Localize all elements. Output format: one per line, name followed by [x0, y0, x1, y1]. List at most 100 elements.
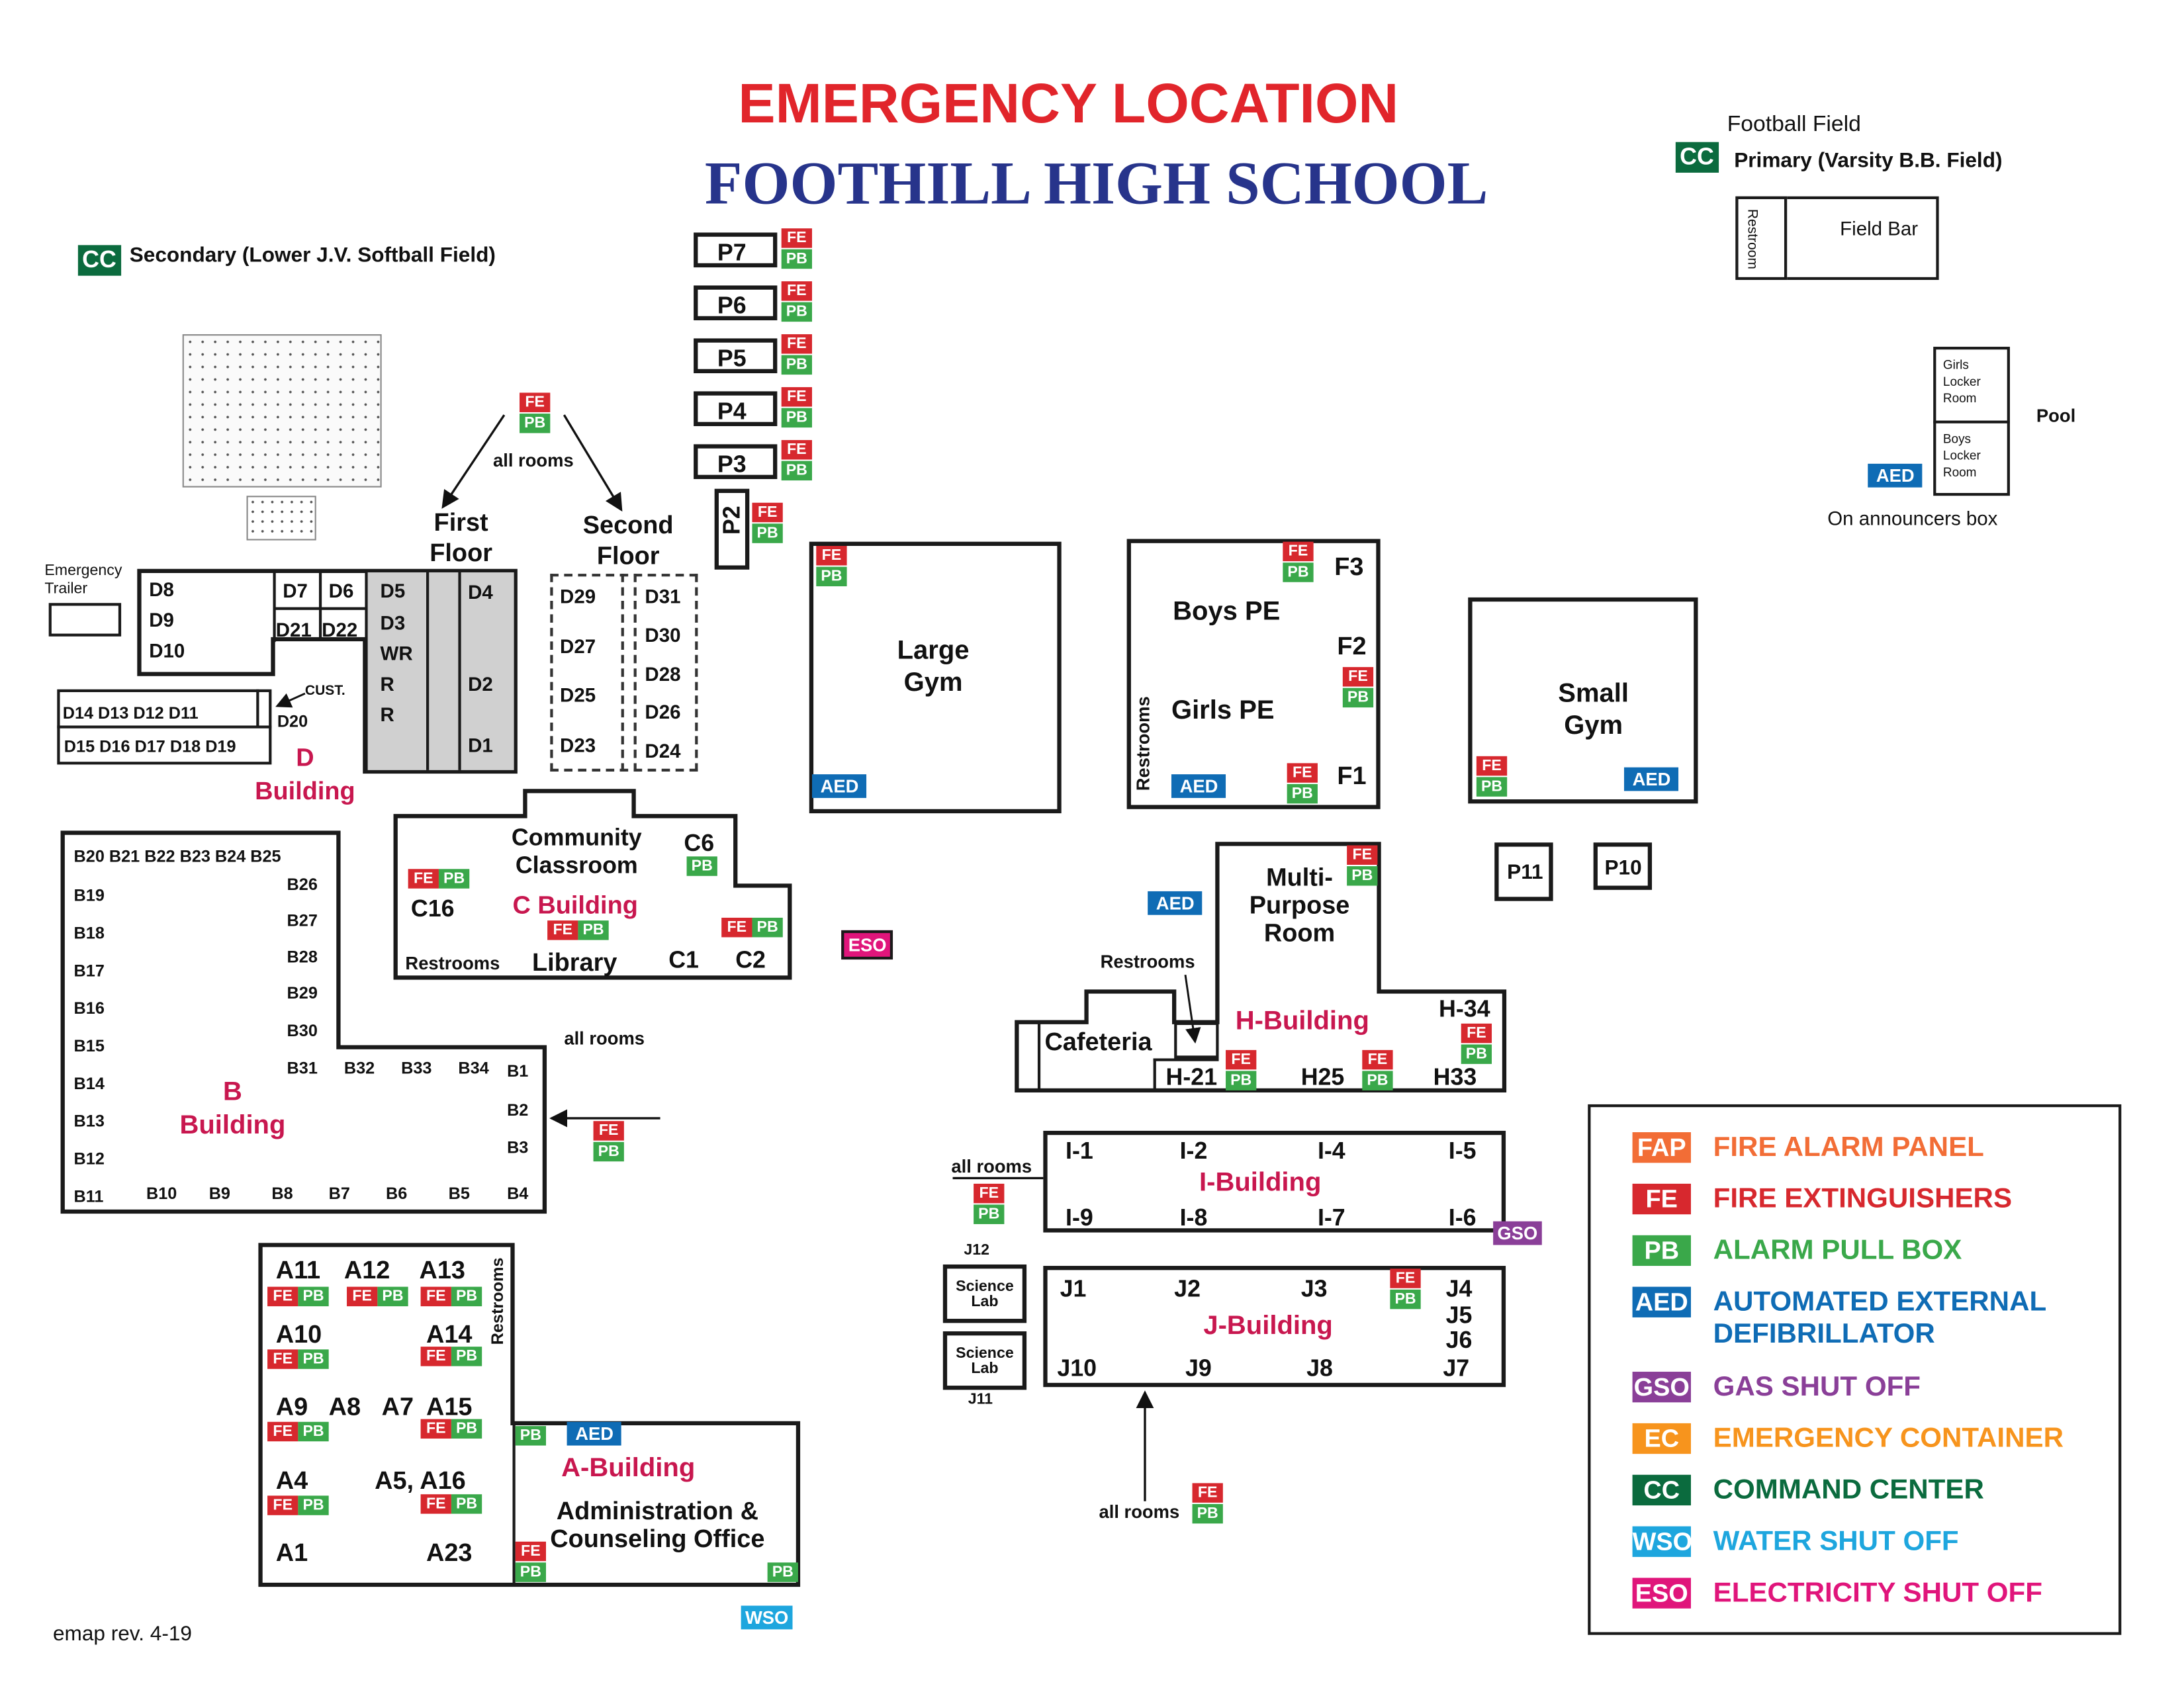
- room-d10: D10: [149, 639, 185, 662]
- i-building: [1043, 1130, 1506, 1233]
- room-b4: B4: [507, 1183, 529, 1204]
- room-d4: D4: [468, 580, 493, 603]
- pe-restrooms-label: Restrooms: [1132, 696, 1154, 791]
- room-a14: A14: [426, 1320, 473, 1349]
- fe-icon: FE: [1476, 756, 1508, 776]
- d-wall: [458, 572, 461, 770]
- boys-locker-label: Boys Locker Room: [1942, 431, 1981, 479]
- room-j8: J8: [1306, 1355, 1333, 1382]
- portable-p5-label: P5: [717, 345, 747, 372]
- room-b2: B2: [507, 1100, 529, 1120]
- room-b16: B16: [73, 998, 105, 1018]
- cust-label: CUST.: [304, 684, 345, 699]
- legend-wso-text: WATER SHUT OFF: [1713, 1526, 1959, 1557]
- c-restrooms-label: Restrooms: [405, 952, 500, 974]
- cc-primary-label: Primary (Varsity B.B. Field): [1734, 149, 2003, 173]
- b-all-rooms: all rooms: [564, 1028, 645, 1049]
- pb-icon: PB: [1461, 1044, 1492, 1064]
- fe-icon: FE: [816, 546, 847, 566]
- pb-icon: PB: [781, 408, 812, 428]
- pe-building: [1126, 539, 1381, 809]
- fe-icon: FE: [1390, 1268, 1421, 1288]
- room-d23: D23: [560, 734, 596, 756]
- a-building-label: A-Building: [561, 1454, 696, 1484]
- room-h34: H-34: [1439, 995, 1490, 1022]
- room-b34: B34: [458, 1058, 489, 1078]
- room-h25: H25: [1300, 1063, 1345, 1090]
- room-f1: F1: [1337, 762, 1367, 790]
- fe-icon: FE: [593, 1121, 624, 1141]
- cc-secondary-label: Secondary (Lower J.V. Softball Field): [129, 244, 496, 268]
- room-a8: A8: [328, 1392, 361, 1421]
- fap-icon: FAP: [1632, 1132, 1691, 1163]
- fe-icon: FE: [1342, 667, 1374, 687]
- d-second-wall: [621, 574, 624, 772]
- fe-icon: FE: [267, 1421, 298, 1442]
- admin-office-label: Administration & Counseling Office: [550, 1497, 765, 1553]
- room-d3: D3: [380, 611, 406, 634]
- d-wall: [365, 572, 368, 772]
- command-center-icon: CC: [77, 245, 121, 276]
- room-j3: J3: [1300, 1275, 1328, 1302]
- room-r: R: [380, 672, 394, 695]
- legend-ec-text: EMERGENCY CONTAINER: [1713, 1423, 2064, 1454]
- large-gym-label: Large Gym: [897, 636, 970, 698]
- fe-icon: FE: [781, 281, 812, 301]
- room-j12: J12: [964, 1242, 990, 1259]
- room-c6: C6: [684, 830, 715, 857]
- fe-icon: FE: [267, 1495, 298, 1515]
- fe-icon: FE: [1461, 1023, 1492, 1044]
- room-a9: A9: [275, 1392, 308, 1421]
- portable-p11: P11: [1494, 842, 1553, 901]
- pb-icon: PB: [298, 1421, 329, 1442]
- pb-icon: PB: [974, 1204, 1005, 1224]
- pb-icon: PB: [1390, 1289, 1421, 1310]
- pb-icon: PB: [752, 917, 783, 938]
- pb-icon: PB: [451, 1347, 482, 1366]
- room-a23: A23: [426, 1538, 473, 1567]
- pb-icon: PB: [593, 1141, 624, 1162]
- emergency-trailer-label: Emergency Trailer: [44, 562, 122, 598]
- field-bar-label: Field Bar: [1840, 217, 1919, 240]
- d-second-wall: [633, 574, 637, 772]
- school-name: FOOTHILL HIGH SCHOOL: [704, 149, 1488, 218]
- room-j1: J1: [1060, 1275, 1087, 1302]
- fe-icon: FE: [1283, 541, 1314, 562]
- fe-icon: FE: [1287, 763, 1318, 783]
- fe-icon: FE: [752, 502, 783, 523]
- fe-icon: FE: [781, 387, 812, 407]
- i-building-label: I-Building: [1199, 1168, 1322, 1198]
- room-b29: B29: [287, 983, 318, 1003]
- pb-icon: PB: [451, 1494, 482, 1514]
- gso-icon: GSO: [1632, 1372, 1691, 1403]
- fe-icon: FE: [347, 1286, 378, 1307]
- small-gym-label: Small Gym: [1558, 680, 1629, 741]
- pb-icon: PB: [1342, 688, 1374, 708]
- room-b33: B33: [401, 1058, 432, 1078]
- room-b12: B12: [73, 1149, 105, 1169]
- pb-icon: PB: [781, 355, 812, 375]
- room-b19: B19: [73, 885, 105, 905]
- aed-icon: AED: [1148, 891, 1203, 915]
- aed-icon: AED: [1868, 463, 1923, 488]
- room-a11: A11: [275, 1256, 321, 1284]
- pb-icon: PB: [752, 523, 783, 543]
- room-h33: H33: [1433, 1063, 1477, 1090]
- room-b14: B14: [73, 1073, 105, 1094]
- h-building-label: H-Building: [1235, 1006, 1369, 1036]
- h-wall: [1153, 1058, 1156, 1090]
- first-floor-label: First Floor: [430, 508, 492, 567]
- d-building-label: D Building: [255, 743, 355, 805]
- legend-eso-text: ELECTRICITY SHUT OFF: [1713, 1577, 2042, 1609]
- d-wall: [426, 572, 430, 770]
- aed-icon: AED: [567, 1421, 622, 1446]
- pb-icon: PB: [767, 1562, 798, 1582]
- pb-icon: PB: [451, 1286, 482, 1307]
- room-j5: J5: [1445, 1302, 1473, 1329]
- fe-icon: FE: [974, 1183, 1005, 1204]
- room-d26: D26: [645, 700, 681, 723]
- room-j6: J6: [1445, 1327, 1473, 1354]
- aed-icon: AED: [1632, 1286, 1691, 1317]
- fe-icon: FE: [721, 917, 752, 938]
- revision-label: emap rev. 4-19: [52, 1622, 192, 1646]
